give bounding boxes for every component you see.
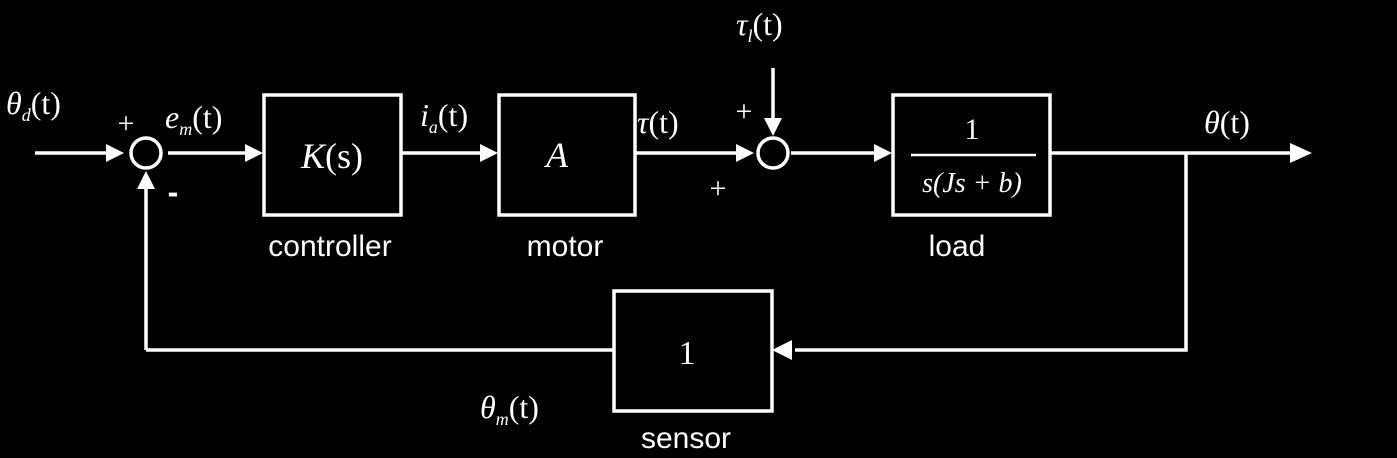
- torque-signal-label: τ(t): [637, 104, 679, 140]
- motor-label: motor: [527, 230, 604, 263]
- arrowhead-into-motor: [480, 144, 498, 162]
- current-signal-label: ia(t): [420, 97, 468, 137]
- controller-label: controller: [268, 230, 391, 263]
- arrowhead-disturbance: [764, 118, 782, 136]
- error-summing-junction: [129, 136, 163, 170]
- sensor-block: [612, 289, 774, 413]
- error-signal-label: em(t): [165, 99, 222, 139]
- arrowhead-into-sensor: [772, 340, 792, 360]
- disturbance-signal-label: τl(t): [736, 6, 783, 46]
- arrowhead-feedback-up: [137, 171, 155, 189]
- measured-signal-label: θm(t): [480, 389, 539, 429]
- arrowhead-into-load: [874, 144, 892, 162]
- arrowhead-into-torque-sum: [736, 144, 754, 162]
- controller-block: [262, 93, 403, 217]
- load-label: load: [929, 230, 986, 263]
- motor-block: [497, 93, 637, 217]
- reference-signal-label: θd(t): [6, 85, 61, 125]
- arrowhead-output: [1290, 143, 1312, 163]
- arrowhead-into-error-sum: [106, 144, 124, 162]
- sensor-label: sensor: [641, 422, 731, 455]
- load-denominator: s(Js + b): [922, 168, 1022, 199]
- controller-transfer-function: K(s): [300, 136, 363, 176]
- load-numerator: 1: [965, 113, 980, 146]
- arrowhead-into-controller: [245, 144, 263, 162]
- feedback-pickoff-line: [795, 153, 1188, 352]
- error-sum-minus-sign: -: [168, 174, 179, 210]
- torque-summing-junction: [756, 136, 790, 170]
- motor-gain: A: [544, 135, 569, 175]
- torque-sum-bottom-plus-sign: +: [710, 172, 727, 205]
- output-signal-label: θ(t): [1204, 104, 1250, 140]
- error-sum-plus-sign: +: [118, 107, 135, 140]
- sensor-gain: 1: [679, 335, 696, 372]
- torque-sum-top-plus-sign: +: [736, 95, 753, 128]
